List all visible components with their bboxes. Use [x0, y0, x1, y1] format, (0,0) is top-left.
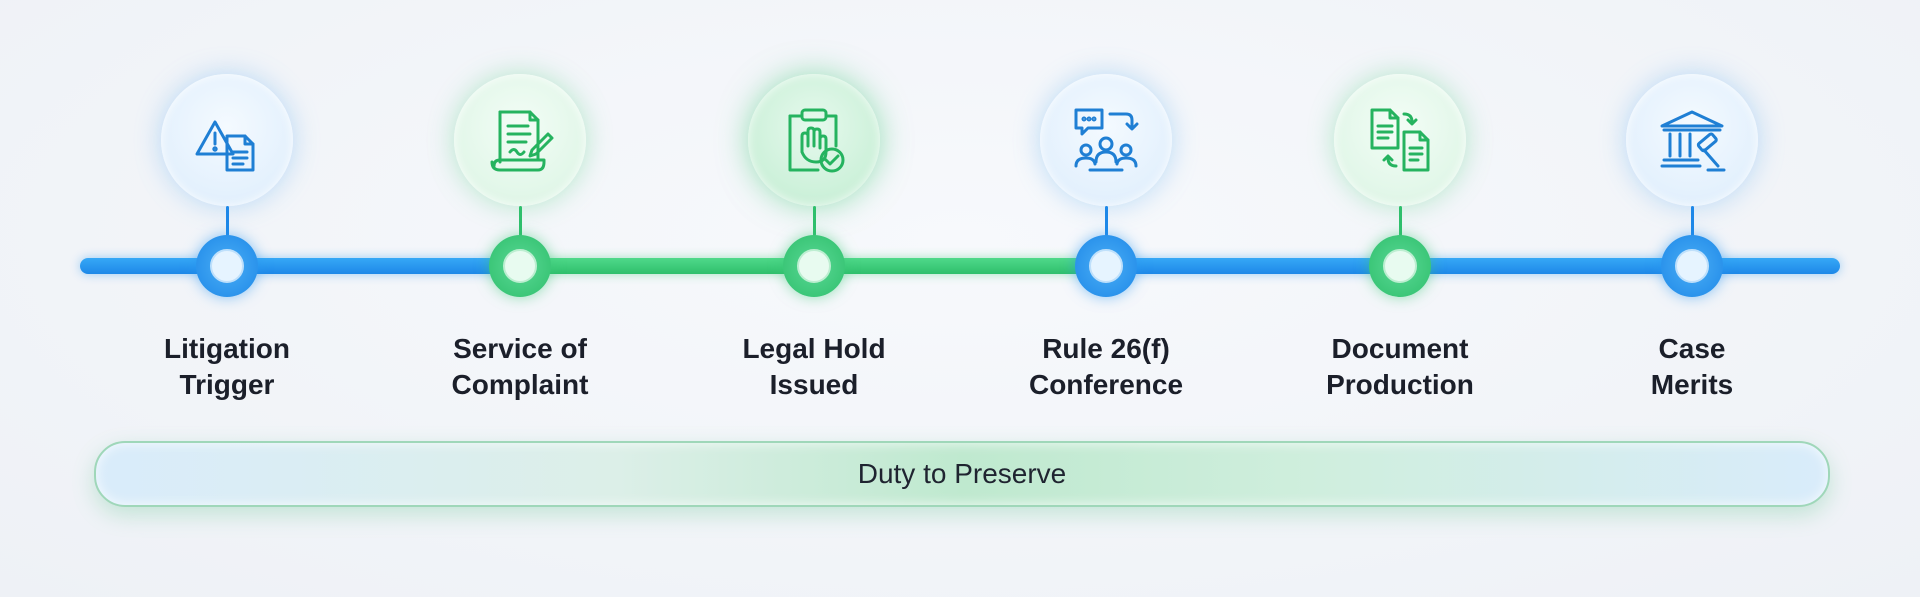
milestone-connector	[225, 206, 229, 236]
milestone-node-case	[1661, 235, 1723, 297]
milestone-icon-badge-service-of	[454, 74, 586, 206]
milestone-icon-badge-case	[1626, 74, 1758, 206]
duty-to-preserve-label: Duty to Preserve	[857, 458, 1067, 489]
milestone-label-line1: Service of	[453, 333, 587, 364]
milestone-icon-badge-rule-26-f	[1040, 74, 1172, 206]
document-exchange-icon	[1360, 100, 1440, 180]
milestone-label-line1: Legal Hold	[742, 333, 886, 364]
milestone-node-legal-hold	[783, 235, 845, 297]
milestone-icon-badge-document	[1334, 74, 1466, 206]
milestone-label-line1: Litigation	[164, 333, 290, 364]
milestone-label-line2: Complaint	[451, 369, 589, 400]
timeline-track-right	[1106, 258, 1840, 274]
milestone-label-line1: Document	[1331, 333, 1469, 364]
hold-clipboard-icon	[774, 100, 854, 180]
milestone-node-litigation	[196, 235, 258, 297]
milestone-icon-badge-litigation	[161, 74, 293, 206]
timeline-track-left	[80, 258, 524, 274]
milestone-connector	[1690, 206, 1694, 236]
milestone-label-line2: Issued	[769, 369, 859, 400]
milestone-label-line2: Conference	[1028, 369, 1184, 400]
milestone-label-line1: Rule 26(f)	[1042, 333, 1170, 364]
milestone-icon-badge-legal-hold	[748, 74, 880, 206]
conference-meeting-icon	[1066, 100, 1146, 180]
complaint-scroll-icon	[480, 100, 560, 180]
milestone-connector	[1398, 206, 1402, 236]
milestone-node-center	[1089, 249, 1123, 283]
milestone-label-line2: Production	[1326, 369, 1474, 400]
milestone-label-line2: Merits	[1650, 369, 1734, 400]
milestone-node-center	[1383, 249, 1417, 283]
milestone-node-service-of	[489, 235, 551, 297]
milestone-label-service-of: Service of Complaint	[390, 331, 650, 403]
milestone-label-line1: Case	[1658, 333, 1726, 364]
milestone-node-center	[1675, 249, 1709, 283]
milestone-connector	[518, 206, 522, 236]
milestone-connector	[1104, 206, 1108, 236]
milestone-node-document	[1369, 235, 1431, 297]
milestone-label-rule-26-f: Rule 26(f) Conference	[976, 331, 1236, 403]
milestone-connector	[812, 206, 816, 236]
duty-to-preserve-bar: Duty to Preserve	[94, 441, 1830, 507]
milestone-node-center	[210, 249, 244, 283]
milestone-node-center	[503, 249, 537, 283]
warning-document-icon	[187, 100, 267, 180]
milestone-label-line2: Trigger	[179, 369, 275, 400]
milestone-node-center	[797, 249, 831, 283]
courthouse-gavel-icon	[1652, 100, 1732, 180]
milestone-node-rule-26-f	[1075, 235, 1137, 297]
